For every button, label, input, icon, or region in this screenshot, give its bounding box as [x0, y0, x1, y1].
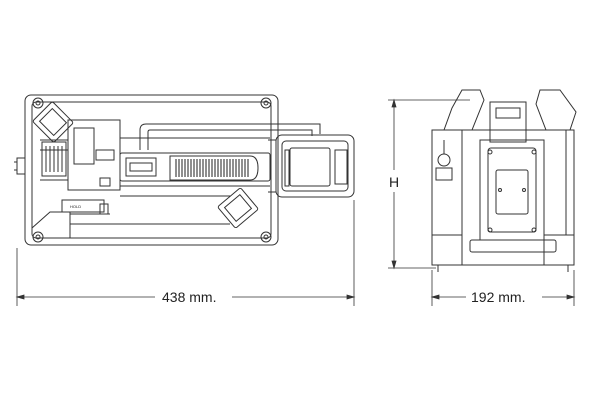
label-plate	[41, 141, 67, 177]
height-dimension	[388, 98, 470, 270]
depth-dimension	[430, 270, 576, 306]
guide-rails	[70, 137, 270, 225]
width-label: 438 mm.	[162, 289, 216, 305]
control-module	[40, 119, 121, 191]
hold-label: HOLD	[70, 204, 81, 209]
side-connector	[14, 157, 26, 175]
feet	[431, 234, 575, 272]
height-label: H	[389, 174, 399, 190]
top-left-cap	[32, 101, 74, 143]
handle	[119, 152, 271, 182]
hold-switch	[61, 199, 110, 215]
bottom-right-cap	[217, 187, 259, 229]
bottom-left-bracket	[31, 211, 71, 238]
corner-bolts	[32, 97, 272, 243]
enclosure-inner	[31, 101, 272, 239]
side-view	[431, 89, 577, 272]
depth-label: 192 mm.	[471, 289, 525, 305]
handle-grip-ribs	[175, 159, 249, 177]
pump-housing	[479, 139, 545, 241]
hose-pipe	[139, 123, 321, 150]
side-body	[431, 129, 575, 266]
side-knob	[435, 140, 453, 181]
top-view	[14, 94, 355, 246]
battery-pack	[268, 134, 355, 198]
housing-bolts	[487, 149, 537, 233]
width-dimension	[15, 200, 356, 306]
top-handles	[443, 89, 577, 143]
